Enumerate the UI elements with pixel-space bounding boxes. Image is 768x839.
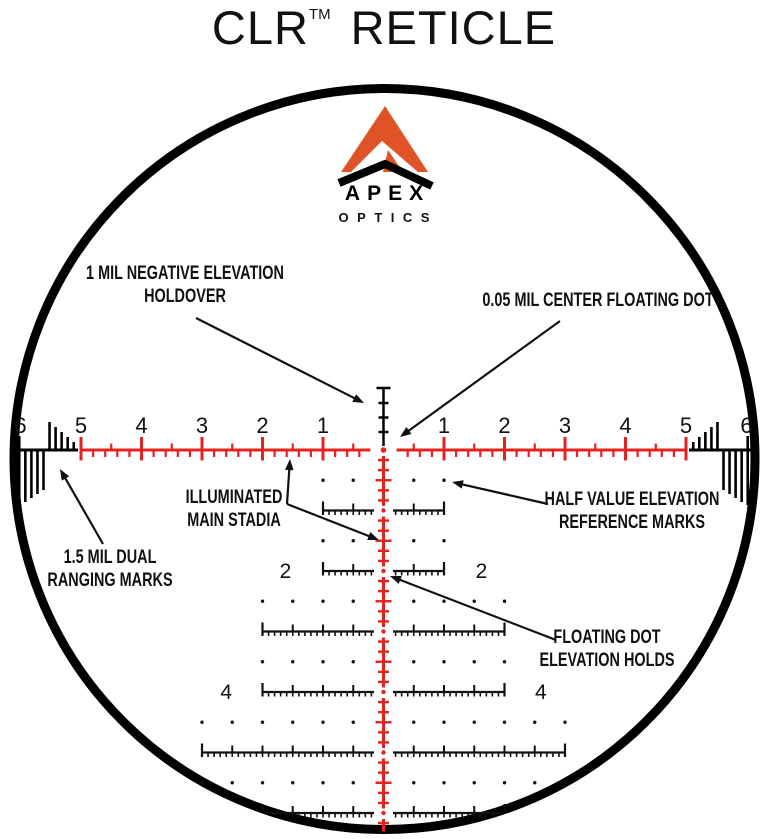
svg-text:5: 5 — [75, 413, 87, 438]
svg-text:4: 4 — [619, 413, 631, 438]
main-stadia — [79, 437, 688, 461]
svg-text:6: 6 — [740, 413, 752, 438]
svg-text:2: 2 — [280, 560, 292, 583]
negative-holdover-scale — [376, 386, 391, 446]
svg-text:5: 5 — [680, 413, 692, 438]
annotation-line: 1 MIL NEGATIVE ELEVATION — [86, 263, 284, 284]
svg-text:2: 2 — [256, 413, 268, 438]
annotation-line: RANGING MARKS — [47, 570, 173, 591]
svg-text:1: 1 — [438, 413, 450, 438]
page-title: CLRTM RETICLE — [0, 0, 768, 55]
elevation-hold-bars — [200, 501, 567, 818]
dual-ranging-marks — [12, 422, 757, 505]
logo-mark — [337, 106, 434, 190]
annotation-line: FLOATING DOT — [553, 627, 661, 648]
annotation-negative-elevation-holdover: 1 MIL NEGATIVE ELEVATION HOLDOVER — [86, 262, 284, 308]
annotation-line: HALF VALUE ELEVATION — [544, 489, 720, 510]
annotation-arrows — [60, 317, 561, 642]
title-word: RETICLE — [350, 1, 557, 54]
annotation-dual-ranging-marks: 1.5 MIL DUAL RANGING MARKS — [47, 546, 172, 592]
annotation-line: 0.05 MIL CENTER FLOATING DOT — [482, 290, 714, 311]
svg-text:6: 6 — [14, 413, 26, 438]
svg-text:3: 3 — [196, 413, 208, 438]
annotation-floating-dot-elevation-holds: FLOATING DOT ELEVATION HOLDS — [539, 626, 674, 672]
annotation-line: REFERENCE MARKS — [558, 512, 706, 533]
annotation-half-value-reference-marks: HALF VALUE ELEVATION REFERENCE MARKS — [545, 488, 720, 534]
annotation-center-floating-dot: 0.05 MIL CENTER FLOATING DOT — [482, 289, 713, 312]
logo-brand-text: APEX — [344, 182, 431, 205]
half-value-dots — [200, 478, 567, 785]
annotation-line: HOLDOVER — [144, 286, 226, 307]
annotation-line: MAIN STADIA — [187, 510, 281, 531]
svg-text:2: 2 — [476, 560, 488, 583]
svg-text:2: 2 — [498, 413, 510, 438]
svg-text:4: 4 — [220, 681, 232, 704]
title-brand: CLR — [211, 1, 309, 54]
annotation-line: 1.5 MIL DUAL — [63, 547, 157, 568]
svg-text:4: 4 — [535, 681, 547, 704]
logo-sub-text: OPTICS — [338, 210, 438, 225]
trademark-symbol: TM — [308, 6, 331, 23]
svg-text:4: 4 — [135, 413, 147, 438]
svg-text:1: 1 — [317, 413, 329, 438]
stadia-numbers: 6 5 4 3 2 1 1 2 3 4 5 6 — [14, 413, 752, 438]
svg-text:3: 3 — [559, 413, 571, 438]
annotation-illuminated-main-stadia: ILLUMINATED MAIN STADIA — [186, 486, 283, 532]
center-floating-dot — [380, 447, 387, 453]
annotation-line: ILLUMINATED — [185, 487, 283, 508]
annotation-line: ELEVATION HOLDS — [539, 650, 675, 671]
tree-number-labels: 2 2 4 4 — [220, 560, 547, 704]
vertical-stadia — [375, 456, 392, 832]
